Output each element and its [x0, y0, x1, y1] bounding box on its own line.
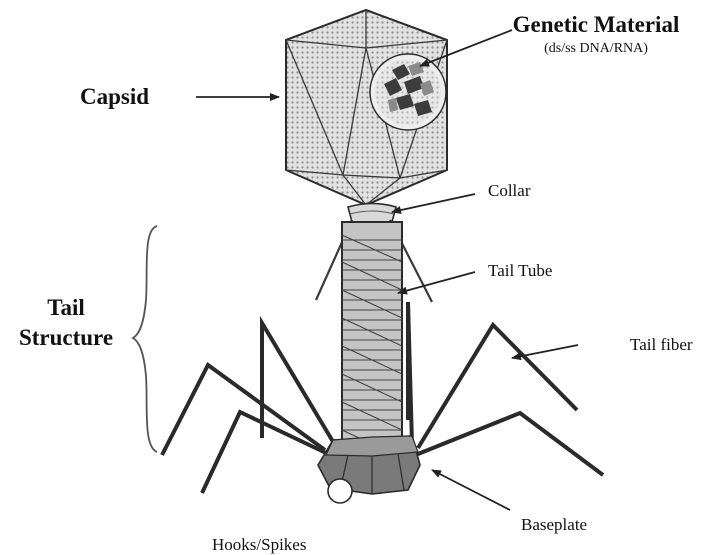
hooks-spikes-label: Hooks/Spikes	[212, 535, 306, 554]
hooks-spikes-circle	[328, 479, 352, 503]
baseplate-arrow	[432, 470, 510, 510]
genetic-material-sublabel: (ds/ss DNA/RNA)	[544, 41, 648, 56]
tail-tube-arrow	[398, 272, 475, 293]
baseplate-label: Baseplate	[521, 515, 587, 534]
tail-structure-label-line2: Structure	[19, 325, 113, 350]
collar-arrow	[392, 194, 475, 212]
genetic-material-circle	[370, 54, 446, 130]
tail-fiber-label: Tail fiber	[630, 335, 693, 354]
capsid-label: Capsid	[80, 84, 149, 109]
tail-tube-label: Tail Tube	[488, 261, 552, 280]
collar	[348, 204, 396, 223]
tail-structure-brace	[133, 226, 157, 452]
tail-tube	[342, 222, 402, 458]
collar-label: Collar	[488, 181, 531, 200]
genetic-material-label: Genetic Material	[513, 12, 680, 37]
tail-structure-label-line1: Tail	[47, 295, 85, 320]
